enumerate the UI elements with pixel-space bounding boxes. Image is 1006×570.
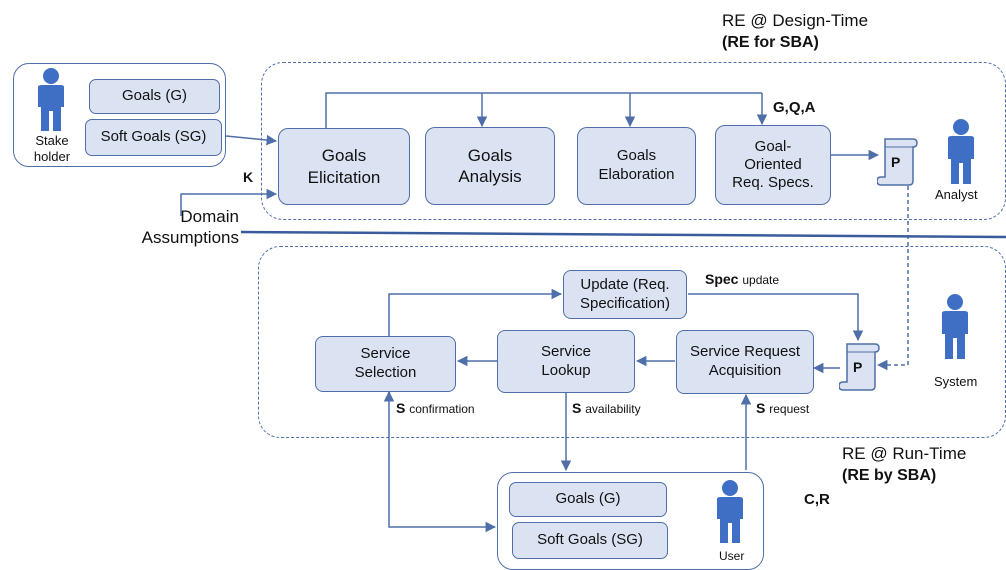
stakeholder-soft-goals-box: Soft Goals (SG) [85,119,222,156]
s-availability-small: availability [585,402,641,416]
design-time-title: RE @ Design-Time [722,11,869,30]
spec-update-small: update [742,273,780,287]
service-selection-box: Service Selection [315,336,456,392]
analyst-person-icon [948,119,974,184]
gqa-label: G,Q,A [773,99,816,116]
goal-oriented-specs-box: Goal- Oriented Req. Specs. [715,125,831,205]
arrow-selection-to-update [388,288,563,336]
goals-elicitation-box: Goals Elicitation [278,128,410,205]
design-doc-icon [877,138,918,186]
s-confirmation-bold: S [396,400,406,416]
s-confirmation-small: confirmation [409,402,475,416]
s-availability-label: S availability [572,400,641,416]
user-goals-box: Goals (G) [509,482,667,517]
runtime-doc-label: P [853,359,863,375]
domain-assumptions-label: Domain Assumptions [141,207,239,248]
phase-separator [240,230,1006,239]
goals-analysis-box: Goals Analysis [425,127,555,205]
stakeholder-label: Stake holder [33,133,71,165]
s-request-label: S request [756,400,809,416]
service-lookup-box: Service Lookup [497,330,635,393]
user-soft-goals-box: Soft Goals (SG) [512,522,668,559]
user-label: User [719,549,745,563]
s-request-bold: S [756,400,766,416]
arrow-domain-to-elicitation [180,188,278,216]
update-spec-box: Update (Req. Specification) [563,270,687,319]
system-person-icon [942,294,968,359]
system-label: System [934,374,978,389]
run-time-subtitle: (RE by SBA) [842,467,937,484]
design-doc-label: P [891,154,901,170]
user-person-icon [717,480,743,543]
cr-label: C,R [804,491,830,508]
arrow-stakeholder-to-elicitation [225,134,278,146]
stakeholder-goals-box: Goals (G) [89,79,220,114]
knowledge-label: K [243,169,254,185]
design-time-subtitle: (RE for SBA) [722,34,819,51]
line-elicitation-top [325,92,762,128]
spec-update-bold: Spec [705,271,739,287]
service-request-acquisition-box: Service Request Acquisition [676,330,814,394]
runtime-doc-icon [839,343,880,391]
run-time-title: RE @ Run-Time [842,444,967,463]
s-request-small: request [769,402,810,416]
spec-update-label: Spec update [705,271,779,287]
arrow-update-to-doc [688,293,864,342]
goals-elaboration-box: Goals Elaboration [577,127,696,205]
stakeholder-person-icon [38,68,64,131]
line-doc-to-runtime-doc [876,186,909,371]
analyst-label: Analyst [935,187,978,202]
s-confirmation-label: S confirmation [396,400,475,416]
s-availability-bold: S [572,400,582,416]
